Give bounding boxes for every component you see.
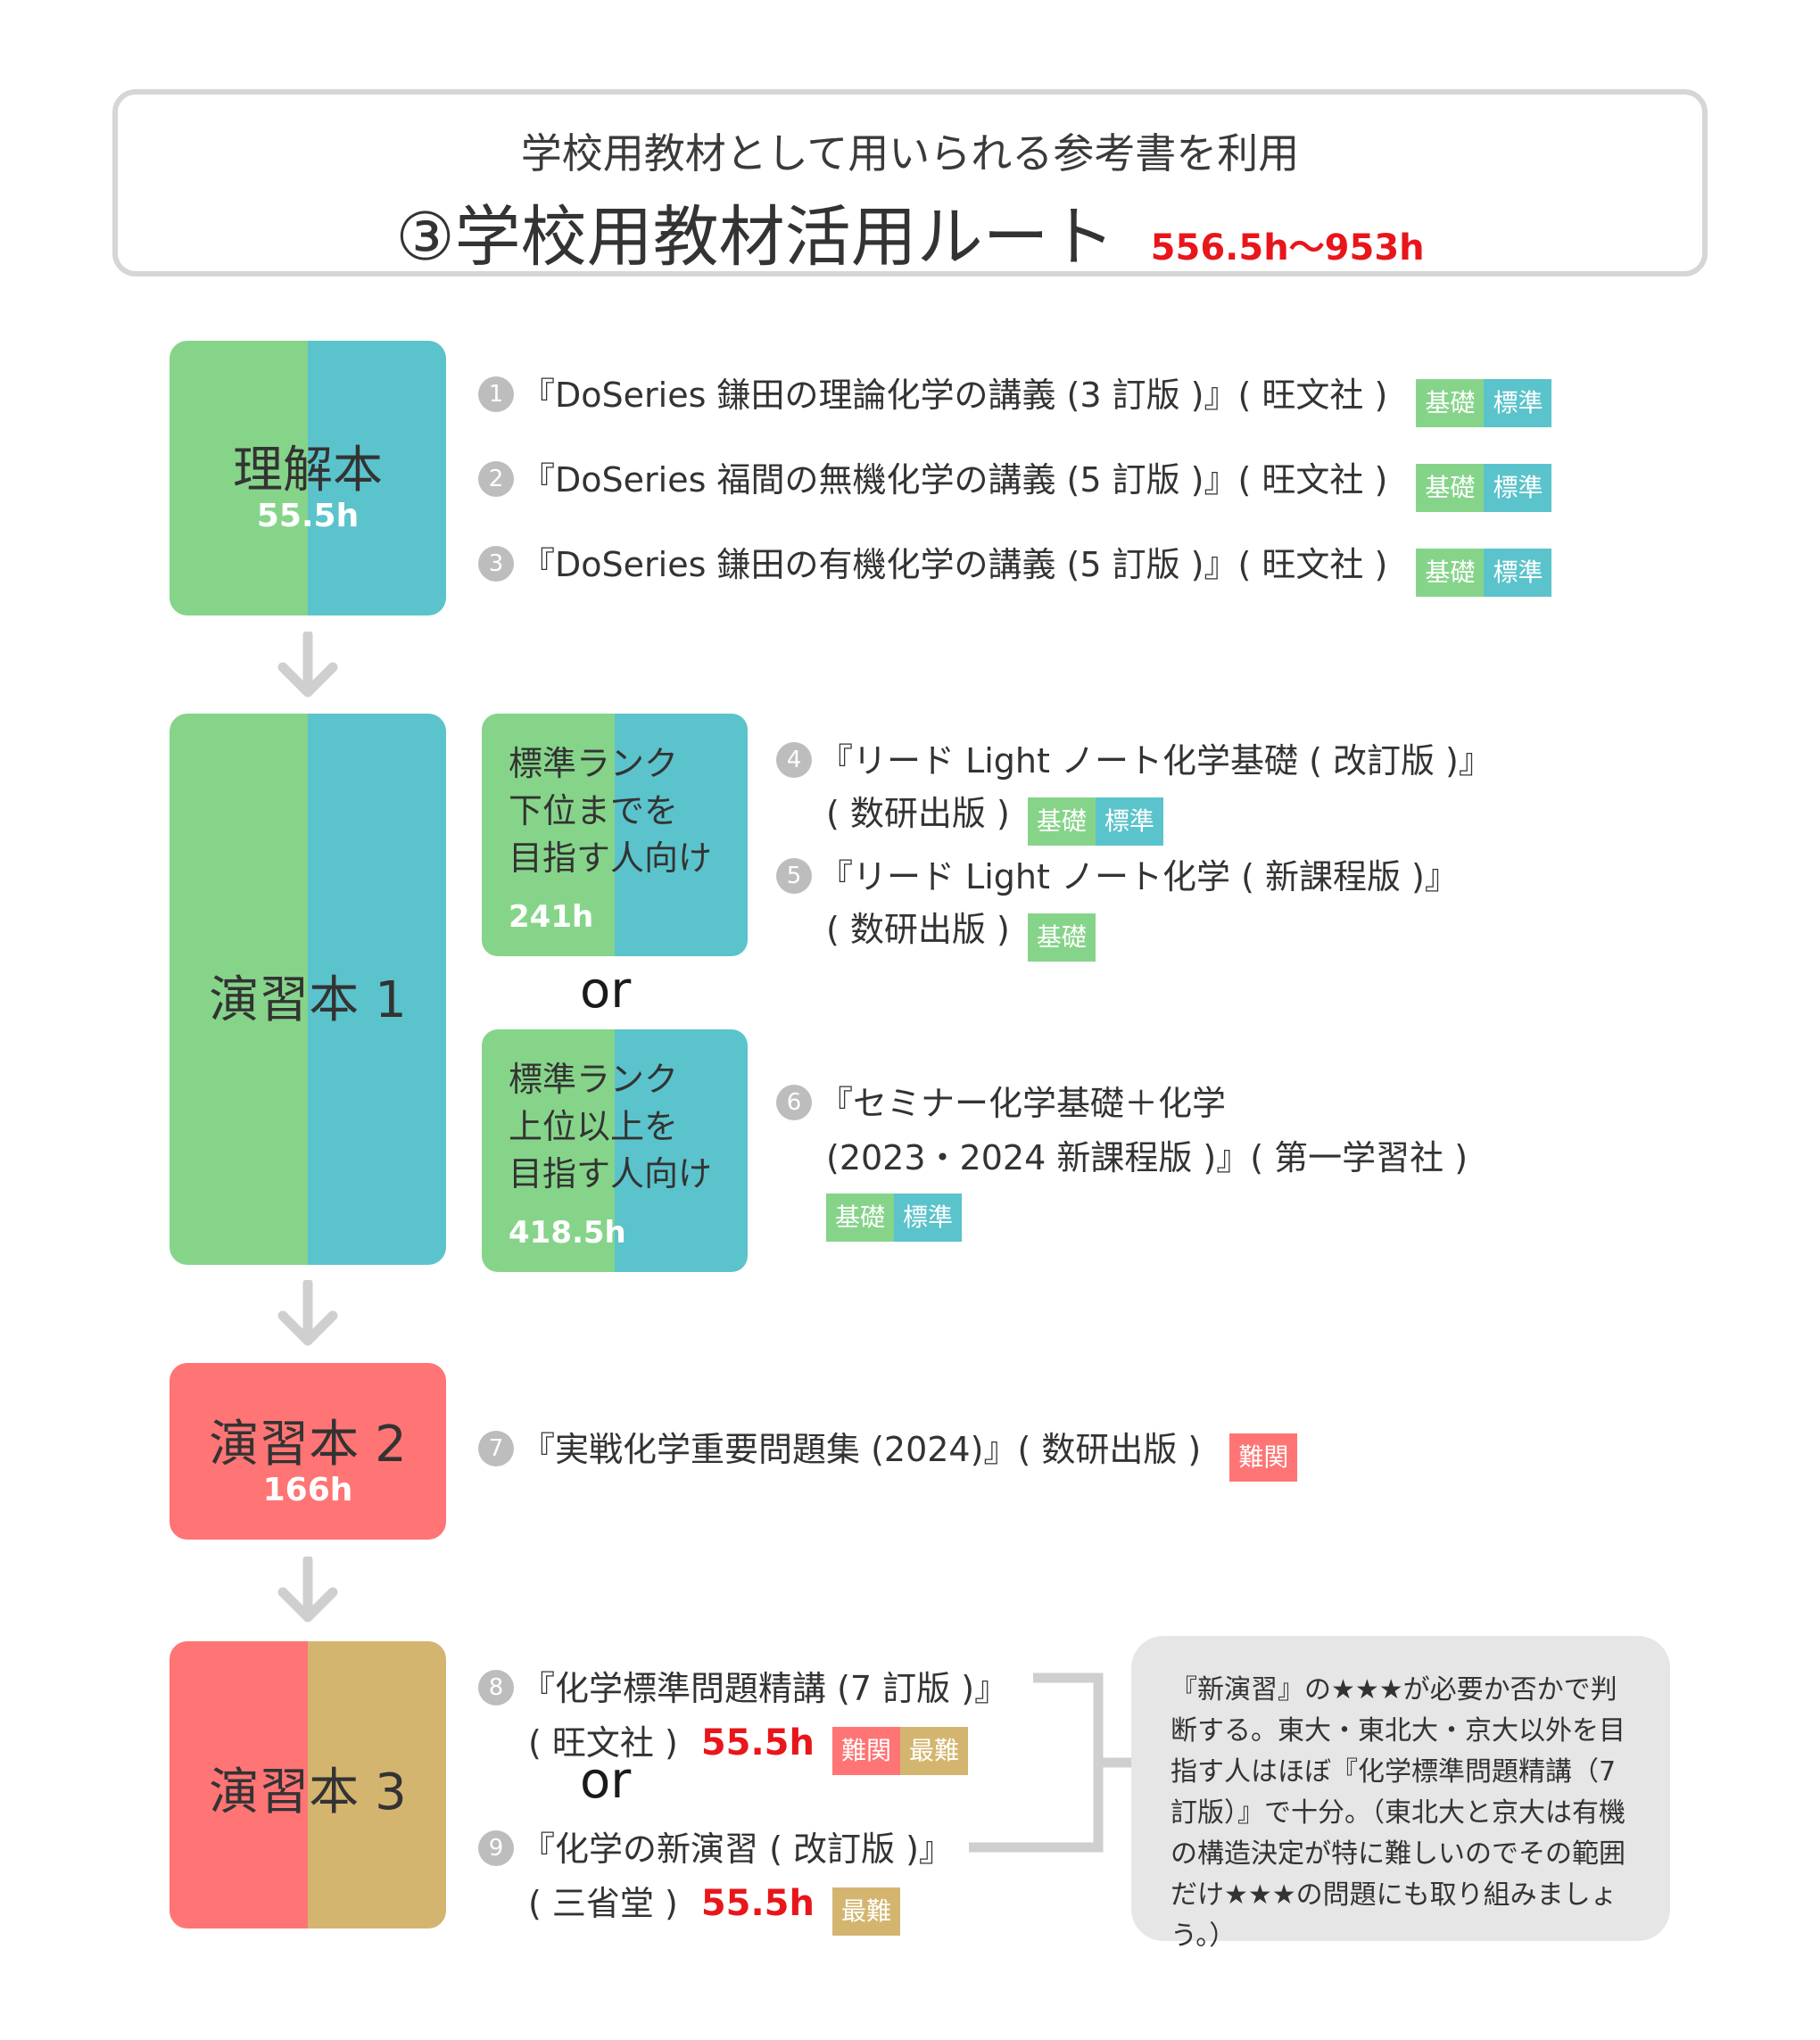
advice-note: 『新演習』の★★★が必要か否かで判断する。東大・東北大・京大以外を目指す人はほぼ… (1131, 1636, 1670, 1952)
rank-lower-box: 標準ランク 下位までを 目指す人向け 241h (482, 714, 748, 956)
stage-understanding: 理解本 55.5h (170, 341, 446, 615)
book-8: 8『化学標準問題精講 (7 訂版 )』 ( 旺文社 ) 55.5h 難関最難 (478, 1661, 1008, 1779)
tag-kiso: 基礎 (1027, 797, 1096, 846)
stage-practice-2: 演習本 2 166h (170, 1363, 446, 1540)
tag-hyojun: 標準 (894, 1193, 963, 1242)
level-tags: 難関 (1229, 1433, 1298, 1485)
tag-hyojun: 標準 (1484, 464, 1552, 512)
book-publisher: ( 数研出版 ) (826, 794, 1010, 833)
tag-saikan: 最難 (831, 1887, 900, 1936)
tag-hyojun: 標準 (1095, 797, 1163, 846)
book-5: 5『リード Light ノート化学 ( 新課程版 )』 ( 数研出版 ) 基礎 (776, 849, 1459, 965)
level-tags: 基礎標準 (1416, 549, 1552, 600)
book-title: 『セミナー化学基礎＋化学 (819, 1084, 1227, 1123)
book-publisher: (2023・2024 新課程版 )』( 第一学習社 ) (826, 1138, 1468, 1177)
rank-lower-text: 標準ランク 下位までを 目指す人向け (509, 744, 713, 878)
book-7: 7『実戦化学重要問題集 (2024)』( 数研出版 ) 難関 (478, 1422, 1298, 1485)
tag-kiso: 基礎 (1416, 464, 1485, 512)
book-number: 6 (776, 1084, 812, 1120)
tag-kiso: 基礎 (1416, 379, 1485, 427)
level-tags: 最難 (831, 1887, 900, 1939)
book-9: 9『化学の新演習 ( 改訂版 )』 ( 三省堂 ) 55.5h 最難 (478, 1821, 953, 1939)
book-title: 『DoSeries 鎌田の有機化学の講義 (5 訂版 )』( 旺文社 ) (521, 545, 1388, 584)
or-label: or (580, 962, 632, 1020)
book-title: 『リード Light ノート化学 ( 新課程版 )』 (819, 857, 1459, 896)
book-number: 8 (478, 1669, 514, 1706)
route-title-row: ③学校用教材活用ルート 556.5h〜953h (118, 184, 1702, 279)
book-hours: 55.5h (700, 1722, 815, 1763)
level-tags: 基礎標準 (1416, 464, 1552, 516)
rank-upper-hours: 418.5h (509, 1215, 626, 1251)
route-title: ③学校用教材活用ルート (395, 199, 1115, 276)
route-subtitle: 学校用教材として用いられる参考書を利用 (520, 129, 1300, 178)
level-tags: 基礎標準 (1027, 797, 1163, 849)
level-tags: 難関最難 (831, 1727, 969, 1779)
tag-saikan: 最難 (900, 1727, 969, 1775)
book-number: 2 (478, 460, 514, 497)
book-title: 『リード Light ノート化学基礎 ( 改訂版 )』 (819, 741, 1493, 780)
tag-kiso: 基礎 (1027, 913, 1096, 962)
level-tags: 基礎標準 (1416, 379, 1552, 431)
book-1: 1『DoSeries 鎌田の理論化学の講義 (3 訂版 )』( 旺文社 ) 基礎… (478, 368, 1552, 431)
book-title: 『実戦化学重要問題集 (2024)』( 数研出版 ) (521, 1430, 1202, 1469)
rank-upper-box: 標準ランク 上位以上を 目指す人向け 418.5h (482, 1029, 748, 1272)
book-number: 7 (478, 1430, 514, 1466)
stage-understanding-label: 理解本 (233, 442, 383, 500)
tag-nankan: 難関 (831, 1727, 900, 1775)
down-arrow-icon (277, 1557, 338, 1623)
book-number: 3 (478, 545, 514, 582)
stage-practice-2-label: 演習本 2 (209, 1416, 407, 1474)
stage-practice-3: 演習本 3 (170, 1641, 446, 1929)
book-6: 6『セミナー化学基礎＋化学 (2023・2024 新課程版 )』( 第一学習社 … (776, 1076, 1468, 1245)
book-publisher: ( 三省堂 ) (528, 1884, 678, 1923)
tag-nankan: 難関 (1229, 1433, 1298, 1482)
tag-hyojun: 標準 (1484, 379, 1552, 427)
book-title: 『化学標準問題精講 (7 訂版 )』 (521, 1669, 1009, 1708)
book-3: 3『DoSeries 鎌田の有機化学の講義 (5 訂版 )』( 旺文社 ) 基礎… (478, 537, 1552, 600)
book-title: 『化学の新演習 ( 改訂版 )』 (521, 1829, 953, 1869)
stage-understanding-hours: 55.5h (256, 498, 360, 534)
book-number: 9 (478, 1829, 514, 1866)
stage-practice-1: 演習本 1 (170, 714, 446, 1265)
tag-kiso: 基礎 (1416, 549, 1485, 597)
book-title: 『DoSeries 福間の無機化学の講義 (5 訂版 )』( 旺文社 ) (521, 460, 1388, 500)
stage-practice-3-label: 演習本 3 (209, 1763, 407, 1821)
book-hours: 55.5h (700, 1883, 815, 1924)
book-2: 2『DoSeries 福間の無機化学の講義 (5 訂版 )』( 旺文社 ) 基礎… (478, 452, 1552, 516)
level-tags: 基礎 (1027, 913, 1096, 965)
route-header: 学校用教材として用いられる参考書を利用 ③学校用教材活用ルート 556.5h〜95… (112, 89, 1708, 277)
book-4: 4『リード Light ノート化学基礎 ( 改訂版 )』 ( 数研出版 ) 基礎標… (776, 733, 1493, 849)
book-number: 1 (478, 376, 514, 412)
book-publisher: ( 数研出版 ) (826, 910, 1010, 949)
rank-upper-text: 標準ランク 上位以上を 目指す人向け (509, 1060, 713, 1193)
stage-practice-1-label: 演習本 1 (209, 971, 407, 1029)
book-number: 4 (776, 741, 812, 778)
or-label: or (580, 1752, 632, 1810)
book-title: 『DoSeries 鎌田の理論化学の講義 (3 訂版 )』( 旺文社 ) (521, 376, 1388, 415)
bracket-connector-icon (969, 1672, 1131, 1853)
tag-kiso: 基礎 (826, 1193, 895, 1242)
down-arrow-icon (277, 1280, 338, 1346)
route-total-hours: 556.5h〜953h (1150, 227, 1425, 268)
book-publisher: ( 旺文社 ) (528, 1723, 678, 1763)
book-number: 5 (776, 857, 812, 894)
rank-lower-hours: 241h (509, 899, 594, 935)
level-tags: 基礎標準 (826, 1193, 963, 1245)
tag-hyojun: 標準 (1484, 549, 1552, 597)
stage-practice-2-hours: 166h (262, 1472, 353, 1508)
down-arrow-icon (277, 632, 338, 698)
